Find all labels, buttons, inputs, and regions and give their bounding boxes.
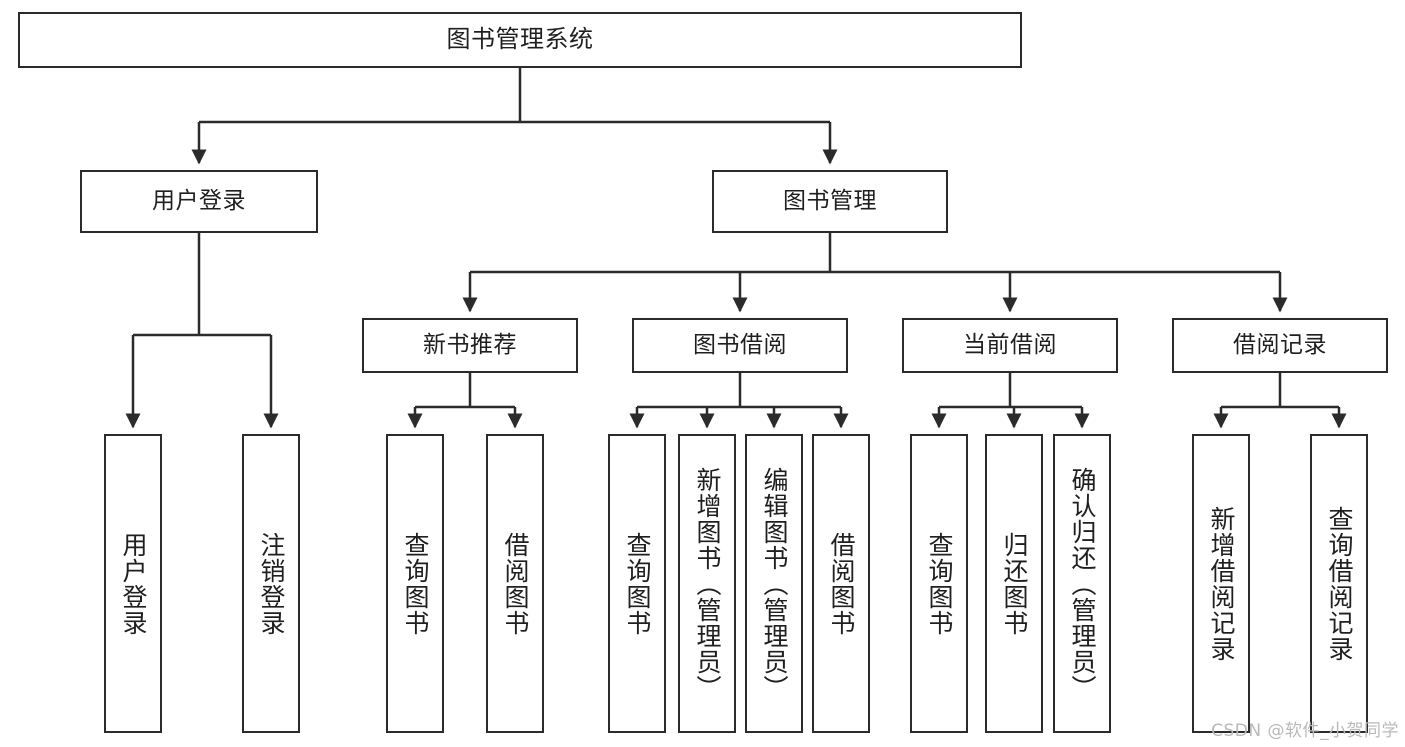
leaf-add-book-label: 新增图书（管理员） (693, 466, 722, 701)
node-root-label: 图书管理系统 (446, 25, 594, 54)
node-user-login[interactable]: 用户登录 (80, 170, 318, 233)
leaf-user-logout-label: 注销登录 (257, 531, 286, 636)
leaf-query-book-borrow[interactable]: 查询图书 (608, 434, 666, 733)
leaf-add-record[interactable]: 新增借阅记录 (1192, 434, 1250, 733)
leaf-user-login[interactable]: 用户登录 (104, 434, 162, 733)
node-current-borrow-label: 当前借阅 (963, 332, 1057, 359)
leaf-query-record-label: 查询借阅记录 (1325, 505, 1354, 662)
leaf-query-book-rec-label: 查询图书 (401, 531, 430, 636)
leaf-query-book-rec[interactable]: 查询图书 (386, 434, 444, 733)
node-new-book-recommend-label: 新书推荐 (423, 332, 517, 359)
leaf-edit-book[interactable]: 编辑图书（管理员） (745, 434, 803, 733)
leaf-user-login-label: 用户登录 (119, 531, 148, 636)
node-borrow-record-label: 借阅记录 (1233, 332, 1327, 359)
node-book-manage[interactable]: 图书管理 (712, 170, 948, 233)
leaf-query-record[interactable]: 查询借阅记录 (1310, 434, 1368, 733)
node-borrow-record[interactable]: 借阅记录 (1172, 318, 1388, 373)
leaf-borrow-book-rec-label: 借阅图书 (501, 531, 530, 636)
node-current-borrow[interactable]: 当前借阅 (902, 318, 1118, 373)
leaf-borrow-book-rec[interactable]: 借阅图书 (486, 434, 544, 733)
leaf-confirm-return-label: 确认归还（管理员） (1068, 466, 1097, 701)
leaf-borrow-book-label: 借阅图书 (827, 531, 856, 636)
leaf-add-book[interactable]: 新增图书（管理员） (678, 434, 736, 733)
node-root[interactable]: 图书管理系统 (18, 12, 1022, 68)
node-book-borrow[interactable]: 图书借阅 (632, 318, 848, 373)
leaf-query-book-current-label: 查询图书 (925, 531, 954, 636)
watermark-text: CSDN @软件_小贺同学 (1211, 721, 1399, 741)
leaf-edit-book-label: 编辑图书（管理员） (760, 466, 789, 701)
leaf-return-book-label: 归还图书 (1000, 531, 1029, 636)
leaf-return-book[interactable]: 归还图书 (985, 434, 1043, 733)
leaf-confirm-return[interactable]: 确认归还（管理员） (1053, 434, 1111, 733)
node-new-book-recommend[interactable]: 新书推荐 (362, 318, 578, 373)
leaf-query-book-current[interactable]: 查询图书 (910, 434, 968, 733)
leaf-user-logout[interactable]: 注销登录 (242, 434, 300, 733)
node-book-manage-label: 图书管理 (783, 188, 877, 215)
leaf-borrow-book[interactable]: 借阅图书 (812, 434, 870, 733)
leaf-query-book-borrow-label: 查询图书 (623, 531, 652, 636)
leaf-add-record-label: 新增借阅记录 (1207, 505, 1236, 662)
node-book-borrow-label: 图书借阅 (693, 332, 787, 359)
node-user-login-label: 用户登录 (152, 188, 246, 215)
